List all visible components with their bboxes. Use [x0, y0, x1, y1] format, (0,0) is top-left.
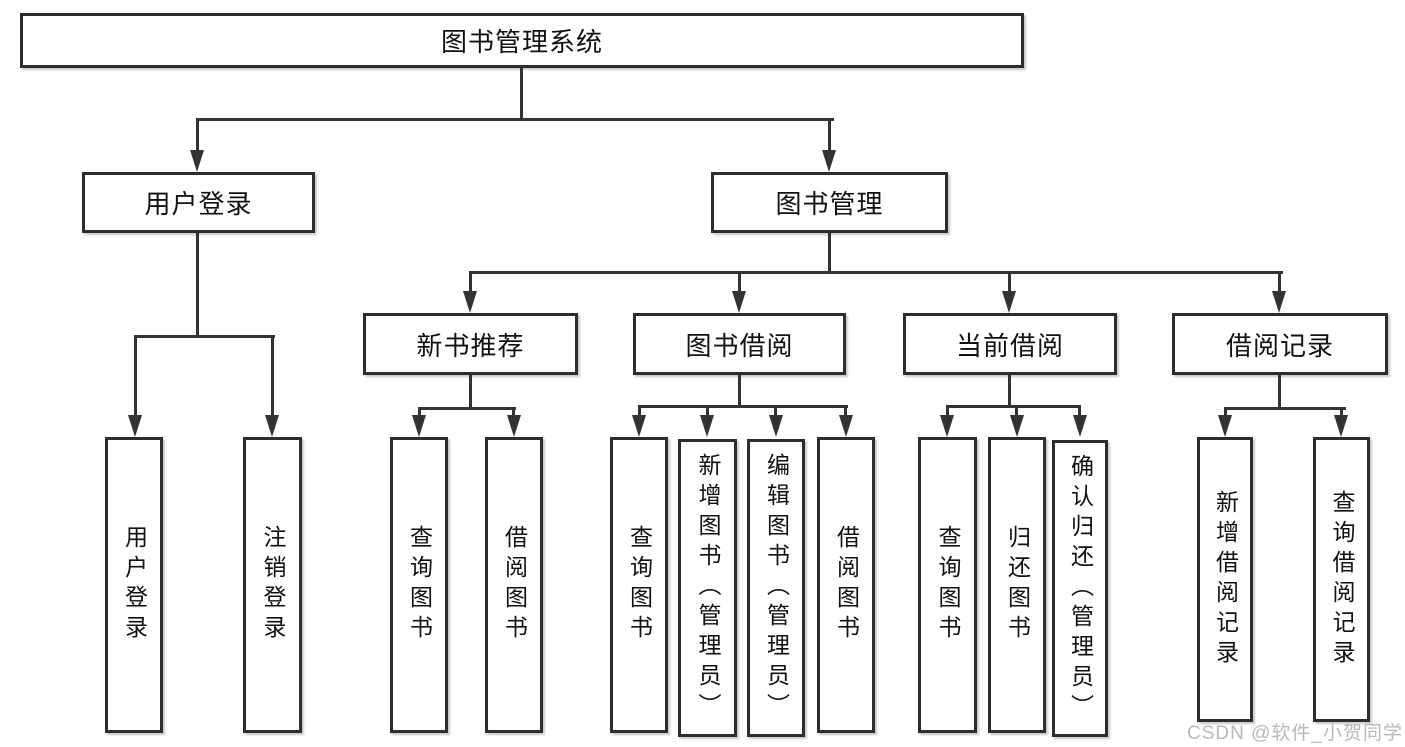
arrow-down-icon [265, 415, 279, 437]
connector-line [134, 335, 137, 417]
connector-line [520, 68, 523, 120]
node-label: 用户登录 [144, 189, 253, 219]
node-query-books-current: 查询图书 [918, 437, 977, 733]
node-root: 图书管理系统 [20, 13, 1024, 68]
arrow-down-icon [732, 291, 746, 313]
connector-line [469, 271, 1283, 274]
arrow-down-icon [1010, 415, 1024, 437]
node-label: 确认归还（管理员） [1067, 453, 1094, 724]
connector-line [196, 118, 199, 152]
connector-line [1224, 407, 1346, 410]
arrow-down-icon [940, 415, 954, 437]
connector-line [469, 271, 472, 293]
connector-line [271, 335, 274, 417]
node-label: 归还图书 [1004, 525, 1031, 645]
arrow-down-icon [839, 415, 853, 437]
connector-line [134, 335, 275, 338]
node-label: 新书推荐 [416, 330, 525, 361]
connector-line [638, 405, 848, 408]
arrow-down-icon [632, 415, 646, 437]
connector-line [1015, 405, 1018, 417]
connector-line [1340, 407, 1343, 417]
node-label: 借阅图书 [833, 525, 860, 645]
node-return-books: 归还图书 [988, 437, 1046, 733]
connector-line [844, 405, 847, 417]
connector-line [418, 407, 516, 410]
arrow-down-icon [1073, 415, 1087, 437]
connector-line [196, 233, 199, 337]
connector-line [1008, 271, 1011, 293]
connector-line [1008, 375, 1011, 407]
node-confirm-return-admin: 确认归还（管理员） [1052, 440, 1108, 737]
node-label: 查询借阅记录 [1329, 489, 1355, 670]
node-label: 当前借阅 [955, 330, 1064, 361]
connector-line [1078, 405, 1081, 417]
node-book-borrowing: 图书借阅 [633, 313, 846, 375]
connector-line [196, 118, 834, 121]
connector-line [469, 375, 472, 409]
node-logout: 注销登录 [243, 437, 302, 733]
connector-line [828, 118, 831, 152]
node-label: 用户登录 [121, 525, 148, 645]
watermark: CSDN @软件_小贺同学 [1187, 723, 1403, 744]
node-user-login-module: 用户登录 [82, 172, 315, 233]
arrow-down-icon [190, 150, 204, 172]
node-label: 借阅记录 [1225, 330, 1334, 361]
connector-line [738, 375, 741, 407]
node-user-login: 用户登录 [105, 437, 163, 733]
connector-line [638, 405, 641, 417]
node-edit-books-admin: 编辑图书（管理员） [747, 439, 805, 737]
node-add-borrow-record: 新增借阅记录 [1197, 437, 1253, 722]
node-label: 查询图书 [406, 525, 433, 645]
node-borrow-books: 借阅图书 [817, 437, 875, 733]
node-label: 查询图书 [626, 525, 653, 645]
node-borrow-books-recommend: 借阅图书 [485, 437, 543, 733]
node-label: 新增借阅记录 [1212, 489, 1239, 670]
connector-line [774, 405, 777, 417]
node-label: 图书管理 [775, 189, 884, 219]
connector-line [946, 405, 949, 417]
connector-line [706, 405, 709, 417]
node-query-books-borrowing: 查询图书 [610, 437, 668, 733]
arrow-down-icon [769, 415, 783, 437]
node-new-book-recommend: 新书推荐 [363, 313, 578, 375]
arrow-down-icon [507, 415, 521, 437]
node-book-management: 图书管理 [711, 172, 948, 233]
node-label: 新增图书（管理员） [695, 453, 721, 723]
node-query-books-recommend: 查询图书 [390, 437, 448, 733]
connector-line [1224, 407, 1227, 417]
connector-line [512, 407, 515, 417]
connector-line [828, 233, 831, 273]
connector-line [1278, 271, 1281, 293]
arrow-down-icon [822, 150, 836, 172]
arrow-down-icon [128, 415, 142, 437]
node-current-borrowing: 当前借阅 [903, 313, 1117, 375]
connector-line [946, 405, 1080, 408]
node-borrowing-records: 借阅记录 [1172, 313, 1388, 375]
node-label: 借阅图书 [501, 525, 528, 645]
connector-line [418, 407, 421, 417]
arrow-down-icon [700, 415, 714, 437]
connector-line [1278, 375, 1281, 409]
node-label: 图书借阅 [685, 330, 794, 361]
node-label: 图书管理系统 [440, 27, 603, 57]
arrow-down-icon [463, 291, 477, 313]
arrow-down-icon [1218, 415, 1232, 437]
node-query-borrow-record: 查询借阅记录 [1313, 437, 1370, 722]
node-label: 注销登录 [260, 525, 286, 645]
node-add-books-admin: 新增图书（管理员） [678, 439, 737, 737]
node-label: 编辑图书（管理员） [763, 453, 790, 723]
connector-line [738, 271, 741, 293]
arrow-down-icon [1002, 291, 1016, 313]
arrow-down-icon [412, 415, 426, 437]
node-label: 查询图书 [935, 525, 961, 645]
arrow-down-icon [1334, 415, 1348, 437]
arrow-down-icon [1272, 291, 1286, 313]
